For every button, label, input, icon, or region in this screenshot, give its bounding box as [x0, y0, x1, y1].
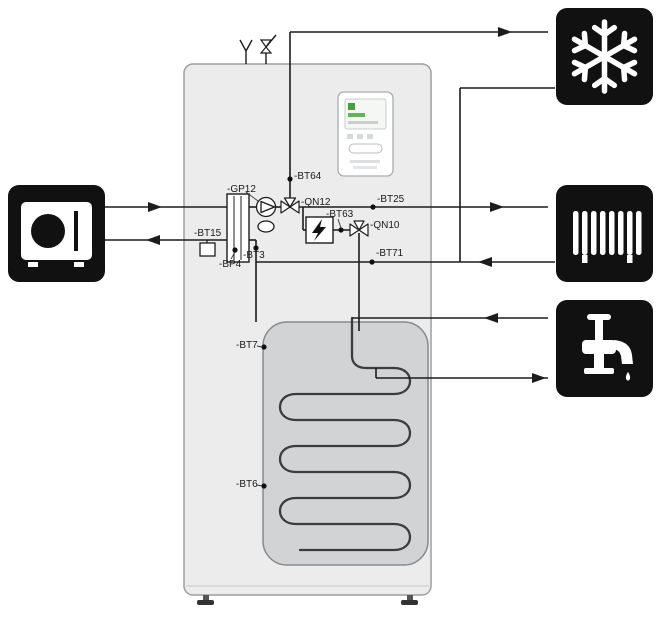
snowflake-icon [571, 19, 638, 94]
sensor-bt64 [287, 176, 293, 182]
control-display [337, 91, 394, 177]
label-bt63: -BT63 [326, 209, 354, 220]
heat-exchanger [226, 193, 250, 263]
sensor-bt3 [253, 245, 259, 251]
arrow-heating-supply [490, 202, 504, 212]
label-bt64: -BT64 [294, 171, 322, 182]
arrow-heating-return [478, 257, 492, 267]
hot-water-tile [556, 300, 653, 397]
arrow-supply-from-outdoor [148, 202, 162, 212]
label-bt6: -BT6 [236, 479, 258, 490]
sensor-bp4 [232, 247, 238, 253]
sensor-bt63 [338, 227, 344, 233]
tank-coil [278, 316, 412, 552]
heating-tile [556, 185, 653, 282]
label-qn10: -QN10 [370, 220, 400, 231]
pipes [105, 31, 555, 379]
arrow-hot-water-out [532, 373, 546, 383]
label-qn12: -QN12 [301, 197, 331, 208]
electric-heater [305, 216, 334, 244]
label-bp4: -BP4 [219, 259, 242, 270]
arrow-cold-water-in [484, 313, 498, 323]
label-bt7: -BT7 [236, 340, 258, 351]
lightning-bolt-icon [312, 219, 326, 241]
sensor-bt71 [369, 259, 375, 265]
label-bt71: -BT71 [376, 248, 404, 259]
sensor-bt6 [261, 483, 267, 489]
valve-qn10 [349, 220, 369, 237]
flow-arrows [146, 27, 546, 383]
sensor-dots [232, 176, 376, 489]
label-bt3: -BT3 [243, 250, 265, 261]
radiator-icon [573, 211, 642, 263]
label-bt15: -BT15 [194, 228, 222, 239]
sensor-bt25 [370, 204, 376, 210]
sensor-box-bt15 [199, 240, 216, 257]
arrow-return-to-outdoor [146, 235, 160, 245]
cooling-tile [556, 8, 653, 105]
pump-gp12 [255, 196, 277, 233]
safety-valve [239, 34, 277, 64]
valve-qn12 [280, 197, 300, 214]
outdoor-unit-tile [8, 185, 105, 282]
label-gp12: -GP12 [227, 184, 256, 195]
tap-icon [582, 314, 633, 381]
label-leaders [230, 191, 342, 487]
label-bt25: -BT25 [377, 194, 405, 205]
hot-water-tank [262, 321, 429, 566]
outdoor-heat-pump-icon [21, 202, 92, 267]
arrow-cooling-supply [498, 27, 512, 37]
sensor-bt7 [261, 344, 267, 350]
